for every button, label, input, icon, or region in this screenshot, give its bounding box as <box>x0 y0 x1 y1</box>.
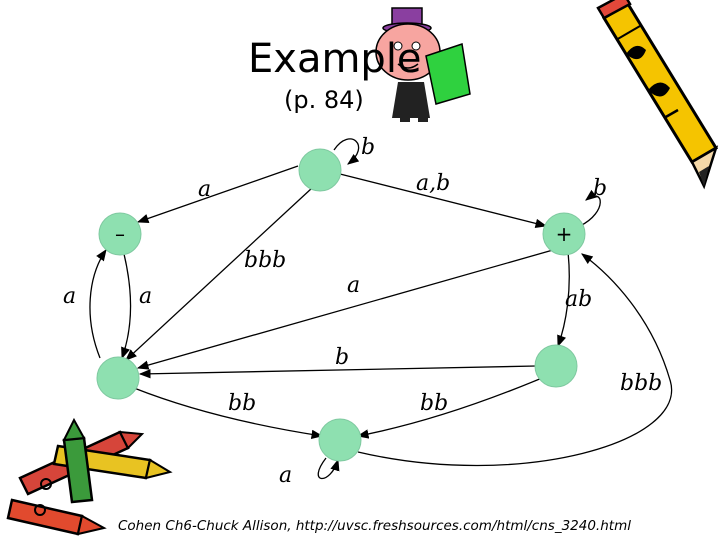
label-top-left: bbb <box>244 248 286 273</box>
label-final-right: ab <box>565 287 592 312</box>
edge-top-left <box>125 187 313 361</box>
edge-bottom-final <box>357 253 673 467</box>
edge-right-left <box>138 365 537 379</box>
state-final <box>542 212 586 256</box>
state-start <box>98 212 142 256</box>
state-bottom <box>318 418 362 462</box>
professor-clipart-icon <box>375 7 471 122</box>
label-left-start: a <box>63 284 76 309</box>
label-bottom-final: bbb <box>620 371 662 396</box>
crayons-clipart-icon <box>6 417 173 536</box>
edge-left-start <box>89 249 107 359</box>
state-left <box>96 356 140 400</box>
label-top-final: a,b <box>416 171 450 196</box>
label-left-bottom: bb <box>228 391 256 416</box>
state-right <box>534 344 578 388</box>
slide-subtitle: (p. 84) <box>284 86 364 114</box>
states <box>96 148 586 462</box>
edge-final-right <box>557 251 570 348</box>
label-final-left: a <box>347 273 360 298</box>
edge-top-start <box>136 165 299 223</box>
slide-title: Example <box>248 36 422 82</box>
state-top <box>298 148 342 192</box>
edge-top-loop <box>333 138 360 165</box>
edge-top-final <box>339 173 548 228</box>
slide-footer: Cohen Ch6-Chuck Allison, http://uvsc.fre… <box>118 518 631 534</box>
label-top-loop: b <box>361 135 375 160</box>
label-top-start: a <box>198 177 211 202</box>
label-bottom-loop: a <box>279 463 292 488</box>
state-final-mark: + <box>556 222 573 246</box>
label-final-loop: b <box>593 176 607 201</box>
edge-final-left <box>136 247 561 370</box>
label-start-left: a <box>139 284 152 309</box>
state-start-mark: – <box>115 222 125 246</box>
edge-left-bottom <box>133 387 324 440</box>
edge-final-loop <box>579 189 601 227</box>
label-right-left: b <box>335 345 349 370</box>
pencil-clipart-icon <box>596 0 719 190</box>
label-right-bottom: bb <box>420 391 448 416</box>
edge-start-left <box>121 253 132 360</box>
edge-right-bottom <box>356 377 543 439</box>
edge-bottom-loop <box>317 457 340 480</box>
edges <box>89 138 673 480</box>
